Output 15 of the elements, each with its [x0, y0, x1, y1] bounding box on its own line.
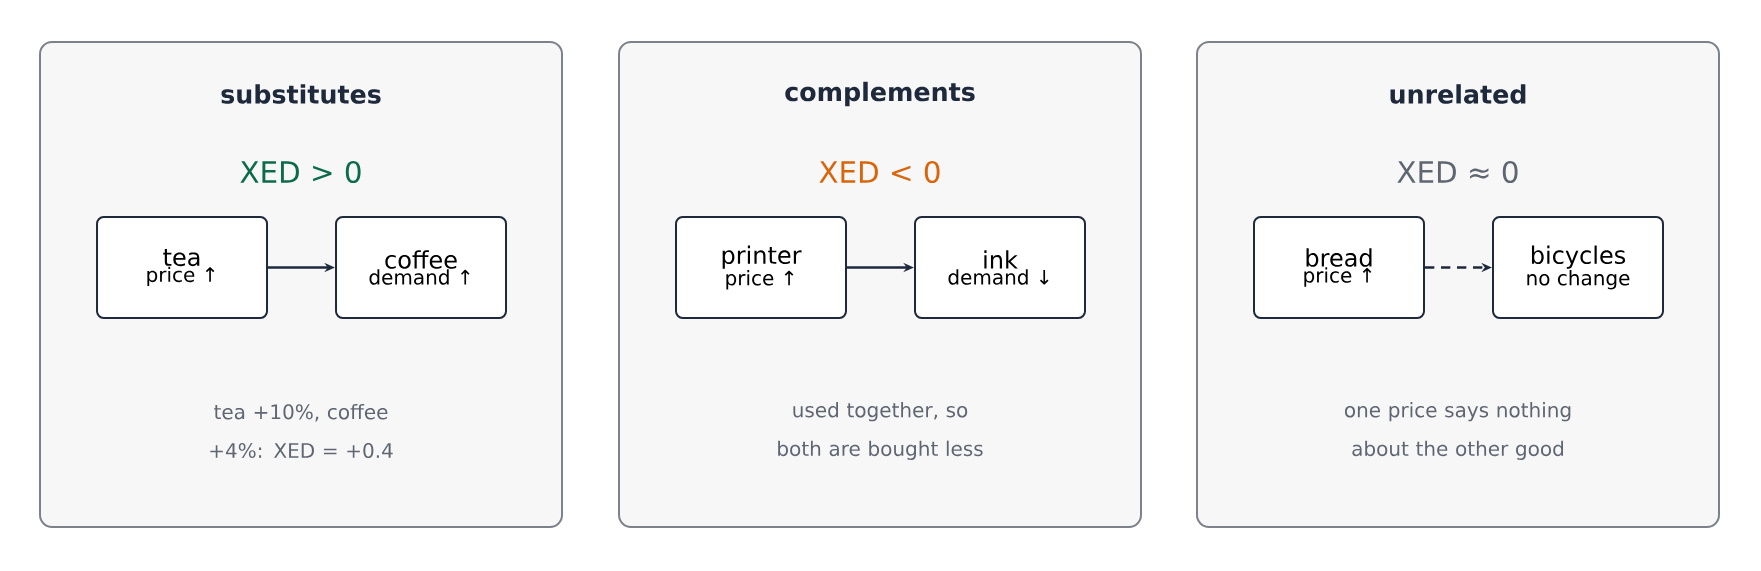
item-box: tea price ↑ [96, 216, 268, 319]
formula: XED > 0 [240, 160, 361, 184]
item-box: printer price ↑ [675, 216, 847, 319]
formula: XED < 0 [819, 160, 940, 184]
panel-heading: unrelated [1390, 84, 1526, 104]
item-box: coffee demand ↑ [335, 216, 507, 319]
panel-heading: complements [785, 81, 975, 107]
item-box: bicycles no change [1492, 216, 1664, 319]
item-box: bread price ↑ [1253, 216, 1425, 319]
note: one price says nothing about the other good [1344, 402, 1571, 460]
formula: XED ≈ 0 [1397, 160, 1518, 184]
note: tea +10%, coffee +4%: XED = +0.4 [210, 403, 393, 459]
panel-heading: substitutes [221, 84, 381, 104]
note: used together, so both are bought less [778, 402, 983, 460]
item-box: ink demand ↓ [914, 216, 1086, 319]
